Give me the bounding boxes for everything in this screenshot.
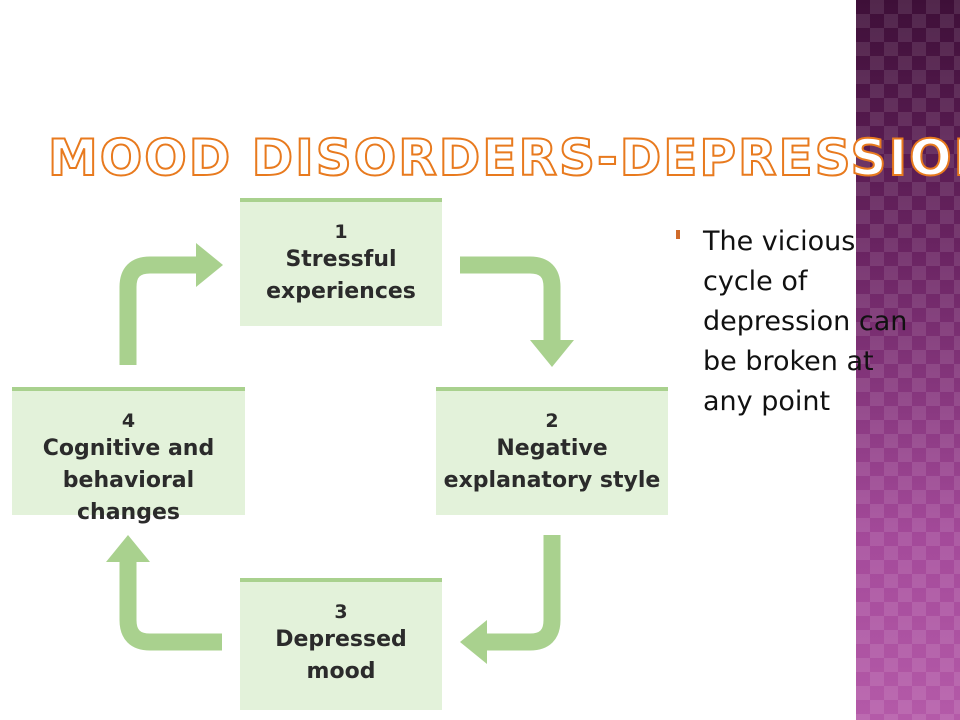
step-label: Cognitive and behavioral changes (42, 436, 215, 525)
arrow-4-to-1 (119, 256, 196, 365)
bullet-marker-icon (676, 230, 680, 239)
arrow-3-to-4 (119, 562, 222, 651)
step-box-1: 1 Stressful experiences (240, 198, 442, 326)
step-box-4: 4 Cognitive and behavioral changes (12, 387, 245, 525)
step-number: 2 (545, 410, 559, 432)
arrowhead-1-to-2 (530, 340, 574, 367)
slide-title: Mood Disorders-Depression (47, 128, 960, 188)
step-label: Negative explanatory style (443, 436, 661, 493)
arrowhead-3-to-4 (106, 535, 150, 562)
step-number: 1 (334, 221, 348, 243)
decorative-side-band (856, 0, 960, 720)
bullet-item: The vicious cycle of depression can be b… (703, 226, 908, 417)
step-label: Depressed mood (275, 627, 407, 684)
arrow-2-to-3 (487, 535, 561, 651)
arrowhead-4-to-1 (196, 243, 223, 287)
step-number: 4 (121, 410, 136, 432)
step-box-2: 2 Negative explanatory style (436, 387, 668, 515)
cycle-arrows (106, 243, 574, 664)
arrowhead-2-to-3 (460, 620, 487, 664)
step-number: 3 (334, 601, 348, 623)
step-label: Stressful experiences (266, 247, 416, 304)
cycle-diagram: 1 Stressful experiences 2 Negative expla… (0, 190, 680, 720)
step-box-3: 3 Depressed mood (240, 578, 442, 710)
arrow-1-to-2 (460, 256, 561, 340)
